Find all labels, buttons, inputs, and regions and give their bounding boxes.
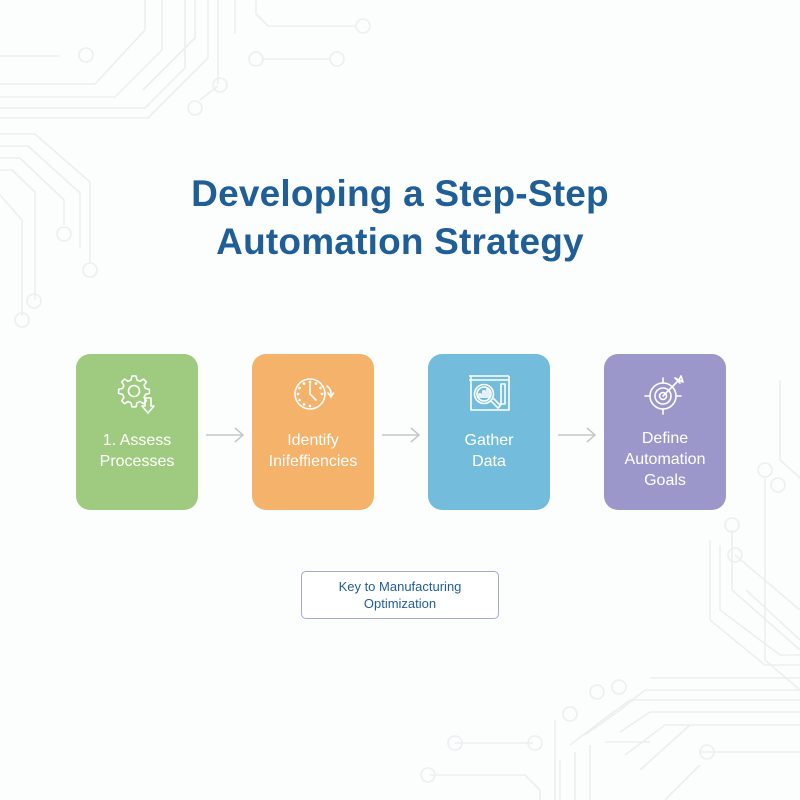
step-1-line-1: 1. Assess [102, 432, 172, 449]
key-line-2: Optimization [363, 596, 437, 611]
step-card-identify-inefficiencies: Identify Inifeffiencies [252, 354, 374, 510]
step-4-line-3: Goals [644, 472, 686, 489]
key-line-1: Key to Manufacturing [338, 579, 462, 594]
step-card-define-automation-goals: Define Automation Goals [604, 354, 726, 510]
step-2-line-1: Identify [287, 432, 339, 449]
arrow-right-icon [558, 427, 597, 443]
step-3-line-1: Gather [464, 432, 514, 449]
chart-magnifier-icon [469, 375, 510, 411]
step-4-line-1: Define [641, 430, 689, 447]
arrow-right-icon [206, 427, 245, 443]
clock-rotate-icon [294, 378, 335, 410]
step-4-line-2: Automation [624, 451, 706, 468]
step-3-line-2: Data [472, 453, 506, 470]
arrow-right-icon [382, 427, 421, 443]
target-arrow-icon [644, 375, 684, 415]
step-2-line-2: Inifeffiencies [268, 453, 358, 470]
step-card-assess-processes: 1. Assess Processes [76, 354, 198, 510]
step-card-gather-data: Gather Data [428, 354, 550, 510]
key-optimization-callout: Key to Manufacturing Optimization [301, 571, 499, 619]
title-line-1: Developing a Step-Step [191, 173, 609, 214]
page-title: Developing a Step-Step Automation Strate… [0, 170, 800, 266]
step-1-line-2: Processes [99, 453, 175, 470]
gear-download-icon [117, 375, 155, 414]
title-line-2: Automation Strategy [216, 221, 584, 262]
